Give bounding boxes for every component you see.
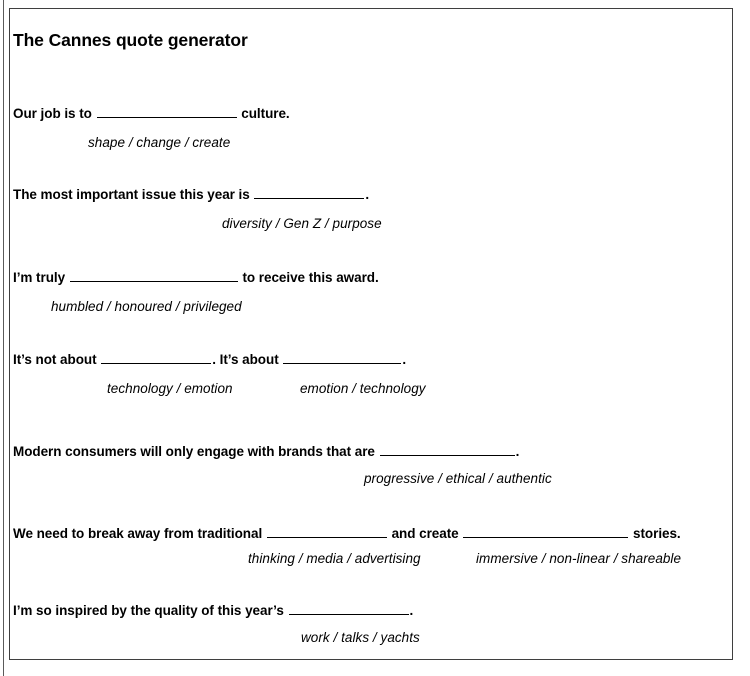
blank-field[interactable] [96,104,237,118]
options-so-inspired-quality-1[interactable]: work / talks / yachts [301,630,420,645]
blank-field[interactable] [254,185,365,199]
prompt-text: I’m so inspired by the quality of this y… [13,602,288,618]
prompt-line-our-job-is-to: Our job is to culture. [13,104,290,121]
blank-field[interactable] [379,442,515,456]
prompt-line-modern-consumers-brands: Modern consumers will only engage with b… [13,442,519,459]
prompt-text: Modern consumers will only engage with b… [13,443,379,459]
prompt-text: . [365,186,370,202]
page-title: The Cannes quote generator [13,30,248,50]
prompt-line-its-not-about-its-about: It’s not about . It’s about . [13,350,406,367]
prompt-text: and create [387,525,463,541]
blank-field[interactable] [69,268,238,282]
options-break-away-traditional-2[interactable]: immersive / non-linear / shareable [476,551,682,566]
page-edge-rule [3,0,4,676]
prompt-text: culture. [237,105,290,121]
blank-field[interactable] [101,350,212,364]
options-its-not-about-its-about-2[interactable]: emotion / technology [300,381,426,396]
prompt-text: Our job is to [13,105,96,121]
prompt-line-break-away-traditional: We need to break away from traditional a… [13,524,681,541]
options-modern-consumers-brands-1[interactable]: progressive / ethical / authentic [364,471,552,486]
prompt-text: . [409,602,414,618]
prompt-text: . [402,351,407,367]
options-break-away-traditional-1[interactable]: thinking / media / advertising [248,551,421,566]
blank-field[interactable] [288,601,409,615]
prompt-text: I’m truly [13,269,69,285]
prompt-text: The most important issue this year is [13,186,254,202]
options-its-not-about-its-about-1[interactable]: technology / emotion [107,381,233,396]
blank-field[interactable] [283,350,402,364]
prompt-line-im-truly-award: I’m truly to receive this award. [13,268,379,285]
options-most-important-issue-1[interactable]: diversity / Gen Z / purpose [222,216,382,231]
document-sheet [9,8,733,660]
options-our-job-is-to-1[interactable]: shape / change / create [88,135,231,150]
prompt-line-most-important-issue: The most important issue this year is . [13,185,369,202]
blank-field[interactable] [463,524,629,538]
prompt-text: stories. [629,525,681,541]
prompt-text: to receive this award. [238,269,379,285]
prompt-text: We need to break away from traditional [13,525,266,541]
prompt-text: It’s not about [13,351,101,367]
prompt-text: . [515,443,520,459]
prompt-line-so-inspired-quality: I’m so inspired by the quality of this y… [13,601,413,618]
blank-field[interactable] [266,524,387,538]
options-im-truly-award-1[interactable]: humbled / honoured / privileged [51,299,242,314]
prompt-text: . It’s about [212,351,283,367]
